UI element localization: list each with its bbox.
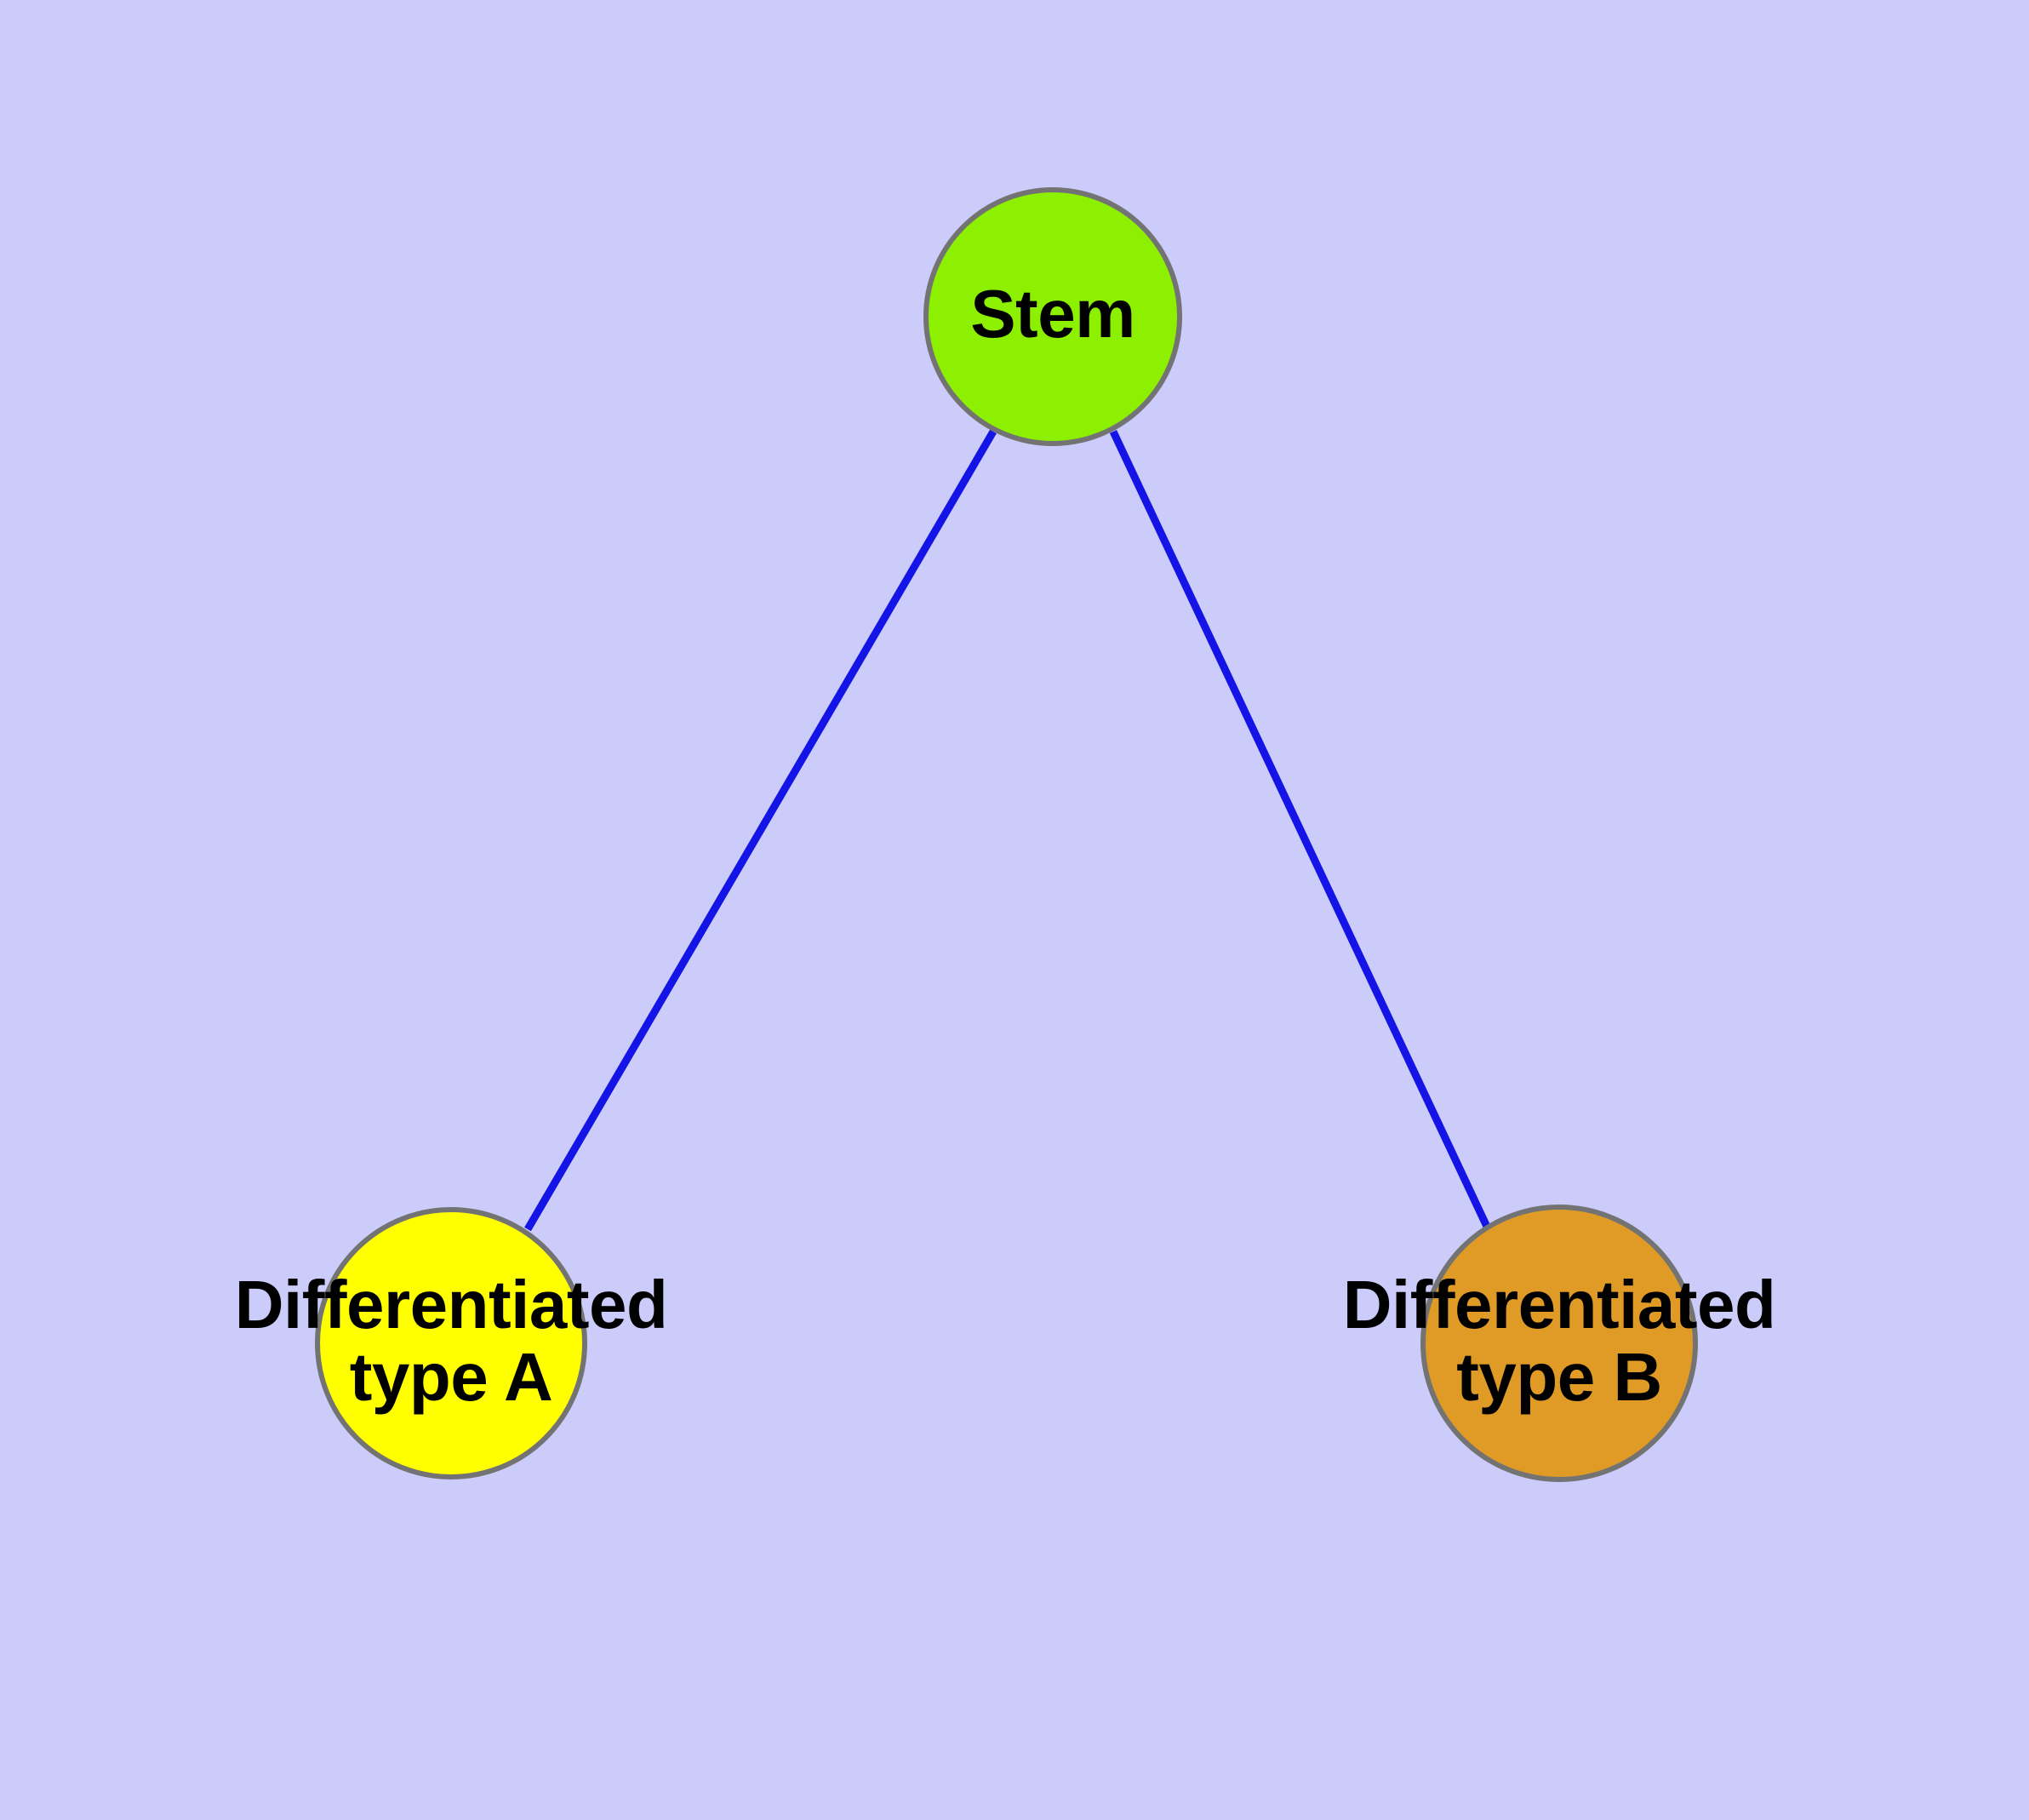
node-stem[interactable] <box>923 187 1182 446</box>
node-differentiated-type-b[interactable] <box>1420 1205 1698 1482</box>
edge-stem-to-differentiated-type-b <box>1109 430 1492 1230</box>
edge-stem-to-differentiated-type-a <box>524 429 997 1232</box>
node-differentiated-type-a[interactable] <box>315 1207 587 1479</box>
